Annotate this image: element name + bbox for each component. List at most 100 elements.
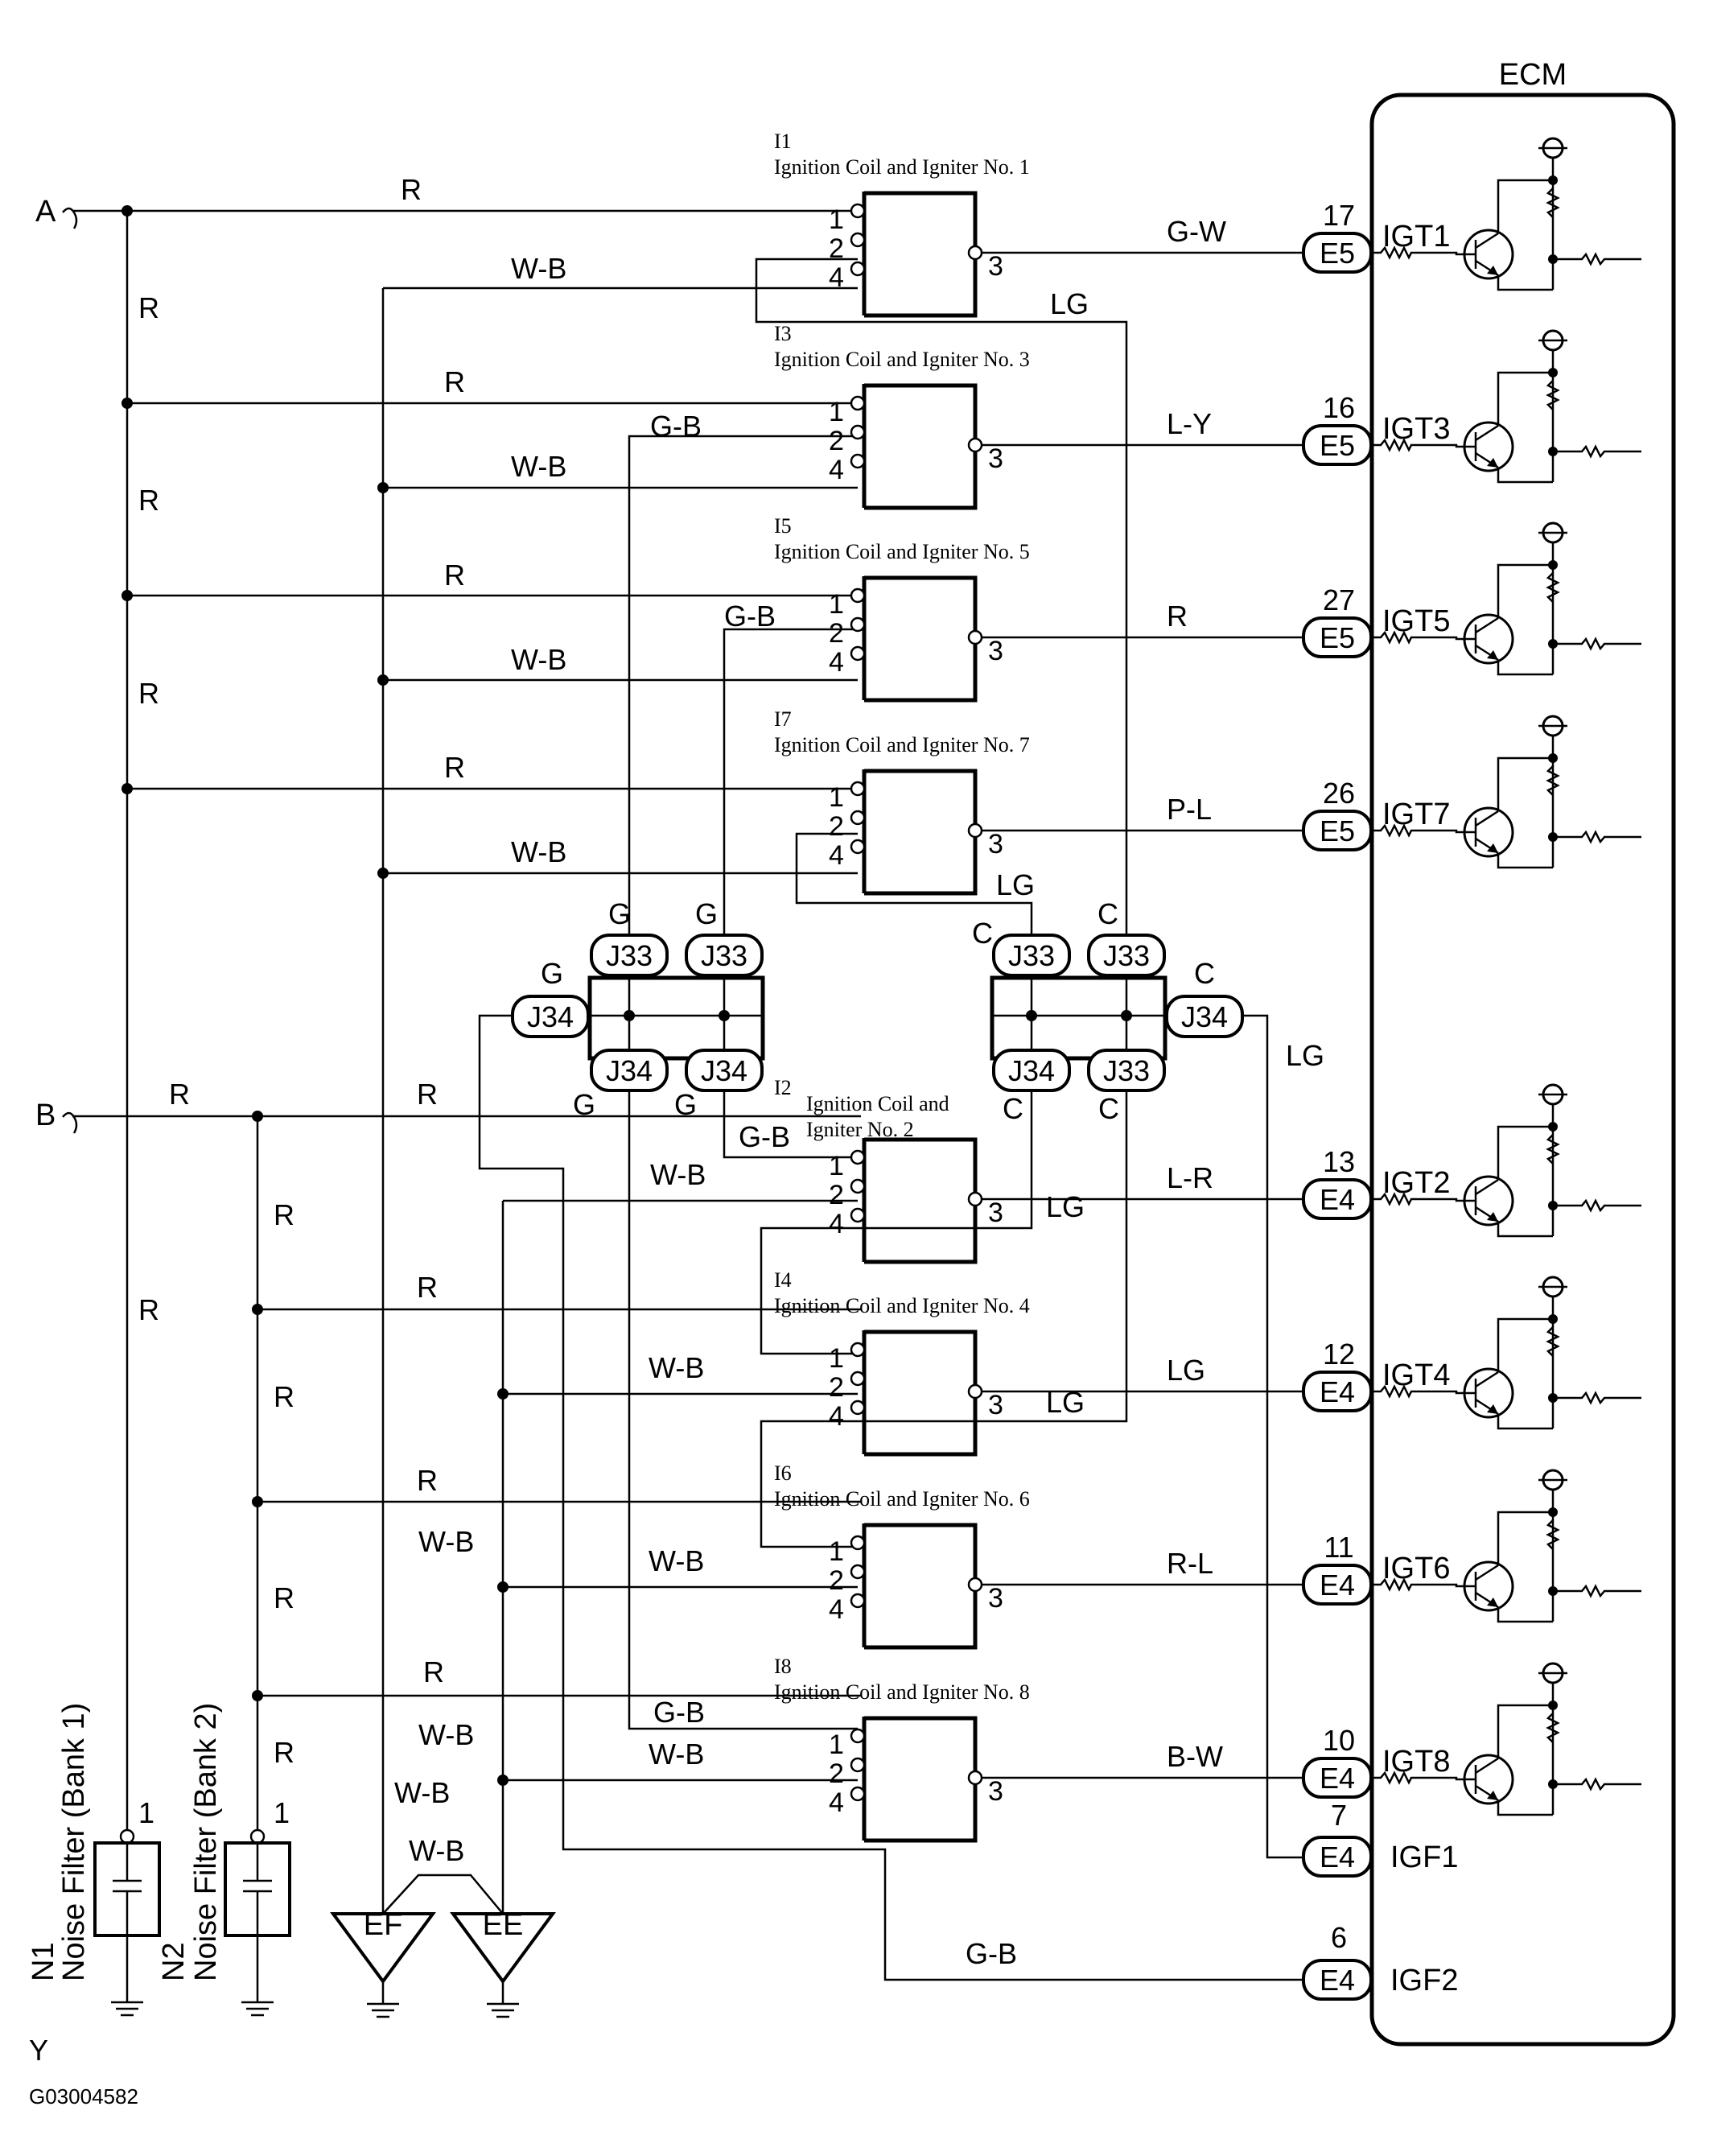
- ground-ef: EF: [330, 1908, 436, 2018]
- ground-bus: W-B W-B W-B W-B W-B W-B W-B W-B W-B W-B …: [377, 252, 858, 1915]
- coil-id: I7: [774, 707, 792, 731]
- wire-label-r: R: [401, 173, 422, 206]
- filter2-name: Noise Filter (Bank 2): [189, 1703, 223, 1981]
- igf1-terminal: 7 E4 IGF1: [1302, 1799, 1458, 1878]
- junction-g-label: G: [541, 957, 563, 990]
- coil-name: Ignition Coil and Igniter No. 4: [774, 1294, 1030, 1317]
- junction-c-label: C: [1003, 1092, 1023, 1125]
- wire-label-wb: W-B: [649, 1544, 704, 1577]
- coil-pin-4: 4: [829, 1787, 844, 1818]
- igt-wire-color: B-W: [1167, 1740, 1223, 1773]
- j33-label: J33: [1008, 939, 1055, 972]
- ecm-connector: E4: [1320, 1569, 1355, 1602]
- coil-name: Ignition Coil and Igniter No. 3: [774, 348, 1030, 371]
- wire-label-r: R: [423, 1655, 444, 1688]
- igf2-terminal: 6 E4 IGF2: [1302, 1921, 1458, 2001]
- input-a-label: A: [35, 195, 56, 229]
- j34-label: J34: [1008, 1054, 1055, 1087]
- wire-label-r: R: [274, 1380, 294, 1413]
- igf1-signal: IGF1: [1390, 1841, 1458, 1874]
- igt-transistor: [1373, 329, 1641, 484]
- filter2-pin: 1: [274, 1796, 290, 1829]
- igt-signal: IGT5: [1382, 604, 1450, 638]
- igt-signal: IGT1: [1382, 220, 1450, 254]
- coil-pin-1: 1: [829, 782, 844, 813]
- igt-signal: IGT8: [1382, 1745, 1450, 1779]
- igt-transistor: [1373, 521, 1641, 676]
- ecm-connector: E4: [1320, 1183, 1355, 1216]
- ecm-connector: E5: [1320, 621, 1355, 654]
- coil-pin-4: 4: [829, 1209, 844, 1239]
- ecm-pin-number: 13: [1323, 1145, 1355, 1178]
- coil-pin-2: 2: [829, 1372, 844, 1403]
- wire-label-r: R: [274, 1736, 294, 1769]
- j33-label: J33: [1103, 939, 1150, 972]
- ecm-connector: E5: [1320, 814, 1355, 847]
- coil-pin-1: 1: [829, 589, 844, 620]
- footer-mark: Y: [29, 2034, 48, 2067]
- coil-id: I6: [774, 1461, 792, 1485]
- j33-label: J33: [606, 939, 653, 972]
- ecm-pin-number: 17: [1323, 199, 1355, 232]
- coil-pin-1: 1: [829, 1729, 844, 1760]
- igt-wire-color: G-W: [1167, 215, 1226, 248]
- wire-label-wb: W-B: [418, 1525, 474, 1558]
- coil-pin-2: 2: [829, 1180, 844, 1210]
- ecm-pin-number: 27: [1323, 583, 1355, 616]
- coil-pin-4: 4: [829, 262, 844, 293]
- wire-label-r: R: [169, 1078, 190, 1111]
- wire-label-r: R: [417, 1464, 438, 1497]
- coil-pin-1: 1: [829, 397, 844, 427]
- igt-transistor: [1373, 137, 1641, 291]
- igt-signal: IGT6: [1382, 1552, 1450, 1585]
- coil-pin-2: 2: [829, 618, 844, 649]
- coil-name: Ignition Coil and Igniter No. 6: [774, 1487, 1030, 1511]
- coil-pin-2: 2: [829, 426, 844, 456]
- coil-pin-4: 4: [829, 647, 844, 678]
- coil-id: I4: [774, 1268, 792, 1292]
- igt-signal: IGT7: [1382, 798, 1450, 831]
- wire-label-r: R: [274, 1198, 294, 1231]
- noise-filter-bank1: 1 Noise Filter (Bank 1) N1: [27, 1703, 161, 2017]
- ecm-pin-number: 10: [1323, 1724, 1355, 1757]
- igt-wire-color: L-R: [1167, 1161, 1213, 1194]
- coil-pin-3: 3: [988, 251, 1003, 282]
- igt-signal: IGT3: [1382, 412, 1450, 446]
- wire-label-wb: W-B: [649, 1351, 704, 1384]
- coil-pin-3: 3: [988, 636, 1003, 666]
- coil-pin-3: 3: [988, 829, 1003, 860]
- coil-name: Ignition Coil and Igniter No. 5: [774, 540, 1030, 563]
- wire-label-r: R: [444, 559, 465, 592]
- junction-g-label: G: [695, 897, 718, 930]
- igt-transistor: [1373, 1662, 1641, 1816]
- j34-label: J34: [606, 1054, 653, 1087]
- wire-label-wb: W-B: [511, 835, 566, 868]
- coil-pin-2: 2: [829, 233, 844, 264]
- figure-code: G03004582: [29, 2084, 138, 2109]
- coil-name: Ignition Coil and Igniter No. 7: [774, 733, 1030, 756]
- wire-label-r: R: [417, 1078, 438, 1111]
- wire-label-wb: W-B: [394, 1776, 450, 1809]
- igf2-pin-number: 6: [1331, 1921, 1347, 1954]
- igt-transistor: [1373, 715, 1641, 869]
- wire-label-lg: LG: [996, 868, 1035, 901]
- wire-label-wb: W-B: [511, 450, 566, 483]
- coil-pin-2: 2: [829, 1565, 844, 1596]
- wire-label-gb: G-B: [966, 1937, 1017, 1970]
- junction-g-label: G: [608, 897, 631, 930]
- coil-pin-4: 4: [829, 455, 844, 485]
- igt-wire-color: R: [1167, 600, 1188, 633]
- coil-pin-1: 1: [829, 1151, 844, 1181]
- ground-ee: EE: [450, 1908, 556, 2018]
- ecm-pin-number: 11: [1324, 1531, 1353, 1564]
- coil-pin-2: 2: [829, 811, 844, 842]
- wire-label-lg: LG: [1050, 287, 1089, 320]
- wire-label-r: R: [417, 1271, 438, 1304]
- igt-wire-color: L-Y: [1167, 407, 1212, 440]
- j33-label: J33: [1103, 1054, 1150, 1087]
